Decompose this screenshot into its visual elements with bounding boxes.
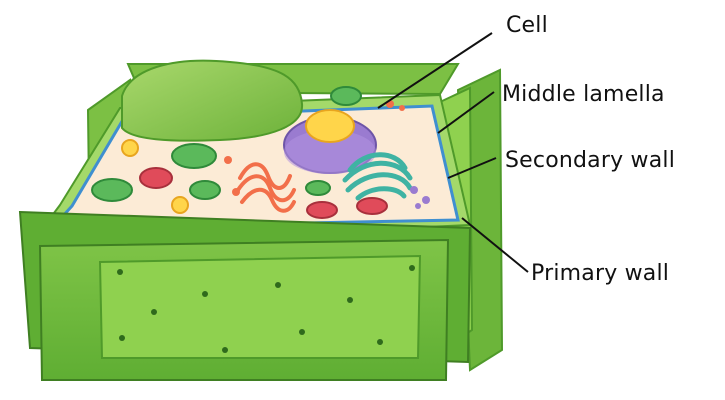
mitochondrion [356,197,388,215]
mitochondrion [139,167,173,189]
leader-lines [377,32,529,273]
leader-line-secondary-wall [447,157,497,179]
label-middle-lamella: Middle lamella [502,82,665,107]
chloroplast [330,86,362,106]
vesicle [410,186,418,194]
vacuole [121,59,304,142]
nucleolus [305,109,355,143]
organelles [91,59,430,219]
vesicle [399,105,405,111]
front-wall [18,210,472,381]
vesicle [232,188,240,196]
leader-line-middle-lamella [437,91,495,134]
endoplasmic-reticulum [236,162,296,213]
label-cell: Cell [506,13,548,38]
vesicle [415,203,421,209]
chloroplast [171,143,217,169]
chloroplast [305,180,331,196]
chloroplast [189,180,221,200]
label-secondary-wall: Secondary wall [505,148,675,173]
mitochondrion [306,201,338,219]
chloroplast [91,178,133,202]
leader-line-cell [377,32,493,109]
golgi-apparatus [342,152,413,201]
vesicle [121,139,139,157]
label-primary-wall: Primary wall [531,261,669,286]
leader-line-primary-wall [461,217,529,273]
labels: Cell Middle lamella Secondary wall Prima… [502,13,675,286]
vesicle [171,196,189,214]
vesicle [422,196,430,204]
front-wall-panel [98,254,422,359]
vesicle [224,156,232,164]
plasmodesmata [117,265,415,353]
